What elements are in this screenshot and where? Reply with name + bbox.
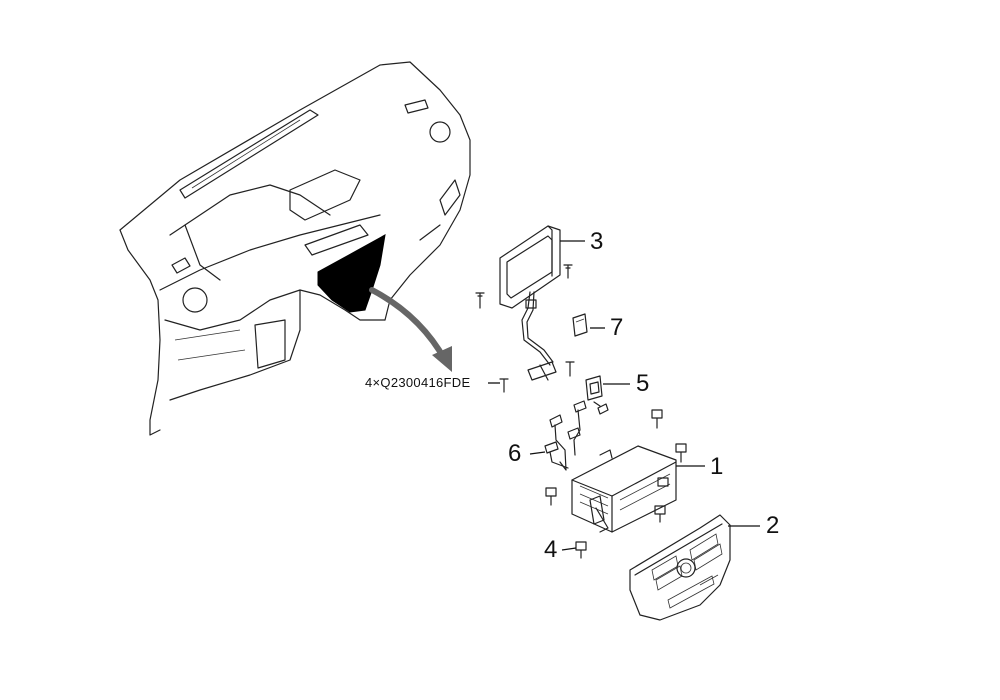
screw-icon <box>563 264 573 279</box>
dashboard-overview <box>119 61 471 436</box>
leader-lines <box>488 240 760 551</box>
callout-3: 3 <box>590 228 604 255</box>
bolt-icon <box>545 487 557 506</box>
screw-icon <box>499 378 509 393</box>
radio-location-highlight <box>317 234 386 313</box>
screw-icon <box>475 292 485 309</box>
display-screen-part <box>499 225 561 381</box>
screws <box>475 264 575 393</box>
callout-4: 4 <box>544 536 558 563</box>
bolt-icon <box>651 409 663 429</box>
callout-6: 6 <box>508 440 522 467</box>
screw-icon <box>565 361 575 377</box>
switch-part <box>585 375 603 401</box>
bolt-icon <box>675 443 687 463</box>
callout-1: 1 <box>710 453 724 480</box>
callout-5: 5 <box>636 370 650 397</box>
wire-harness-part <box>544 400 609 471</box>
callout-2: 2 <box>766 512 780 539</box>
callout-7: 7 <box>610 314 624 341</box>
bolt-icon <box>654 505 666 523</box>
small-card-part <box>572 313 588 337</box>
control-panel-part <box>629 514 731 621</box>
bolts <box>545 409 687 559</box>
bolt-icon <box>575 541 587 559</box>
fastener-part-number: 4×Q2300416FDE <box>365 375 471 390</box>
location-arrow <box>369 287 452 372</box>
head-unit-part <box>571 445 677 533</box>
